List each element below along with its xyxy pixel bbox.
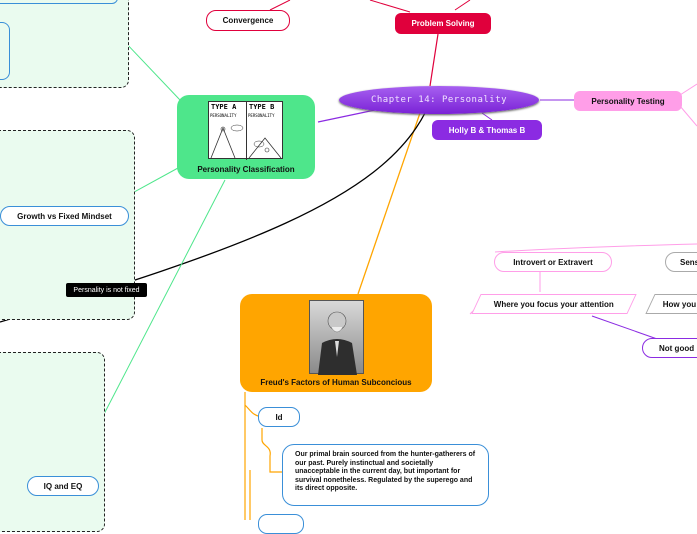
problem-solving-node[interactable]: Problem Solving — [395, 13, 491, 34]
portrait-figure — [318, 311, 357, 375]
personality-testing-node[interactable]: Personality Testing — [574, 91, 682, 111]
partial-node-top — [0, 0, 118, 4]
iq-eq-label: IQ and EQ — [43, 481, 83, 491]
sens-label: Sens — [680, 257, 697, 267]
introvert-extravert-label: Introvert or Extravert — [513, 257, 593, 267]
id-description-text: Our primal brain sourced from the hunter… — [295, 451, 476, 492]
partial-next-node — [258, 514, 304, 534]
id-description-node[interactable]: Our primal brain sourced from the hunter… — [282, 444, 489, 506]
growth-fixed-node[interactable]: Growth vs Fixed Mindset — [0, 206, 129, 226]
type-ab-image: TYPE A TYPE B PERSONALITY PERSONALITY — [208, 101, 283, 160]
iq-eq-node[interactable]: IQ and EQ — [27, 476, 99, 496]
introvert-extravert-node[interactable]: Introvert or Extravert — [494, 252, 612, 272]
type-b-text: TYPE B — [249, 103, 275, 111]
convergence-label: Convergence — [222, 16, 274, 25]
growth-fixed-label: Growth vs Fixed Mindset — [17, 211, 112, 221]
central-topic[interactable]: Chapter 14: Personality — [339, 86, 539, 114]
authors-label: Holly B & Thomas B — [448, 125, 526, 135]
cartoon-drawing — [210, 124, 282, 159]
central-title: Chapter 14: Personality — [370, 95, 508, 105]
personality-testing-label: Personality Testing — [591, 96, 665, 106]
how-you-label: How you — [663, 299, 697, 309]
id-label: Id — [275, 412, 283, 422]
not-fixed-label: Persnality is not fixed — [73, 286, 140, 294]
focus-attention-label: Where you focus your attention — [493, 299, 614, 309]
type-a-text: TYPE A — [211, 103, 237, 111]
personality-classification-node[interactable]: TYPE A TYPE B PERSONALITY PERSONALITY Pe… — [177, 95, 315, 179]
freud-portrait — [309, 300, 364, 375]
authors-node[interactable]: Holly B & Thomas B — [432, 120, 542, 140]
focus-attention-node[interactable]: Where you focus your attention — [471, 294, 637, 314]
freud-node[interactable]: Freud's Factors of Human Subconcious — [240, 294, 432, 392]
id-node[interactable]: Id — [258, 407, 300, 427]
personality-a-text: PERSONALITY — [210, 113, 237, 118]
dashed-group-top — [0, 0, 129, 88]
problem-solving-label: Problem Solving — [411, 19, 475, 28]
freud-label: Freud's Factors of Human Subconcious — [260, 377, 412, 387]
dashed-group-bottom — [0, 352, 105, 532]
sens-node[interactable]: Sens — [665, 252, 697, 272]
personality-classification-label: Personality Classification — [197, 164, 295, 174]
not-fixed-label-node[interactable]: Persnality is not fixed — [66, 283, 147, 297]
partial-node-left — [0, 22, 10, 80]
not-good-node[interactable]: Not good — [642, 338, 697, 358]
not-good-label: Not good — [659, 343, 695, 353]
convergence-node[interactable]: Convergence — [206, 10, 290, 31]
personality-b-text: PERSONALITY — [248, 113, 275, 118]
how-you-node[interactable]: How you — [645, 294, 697, 314]
